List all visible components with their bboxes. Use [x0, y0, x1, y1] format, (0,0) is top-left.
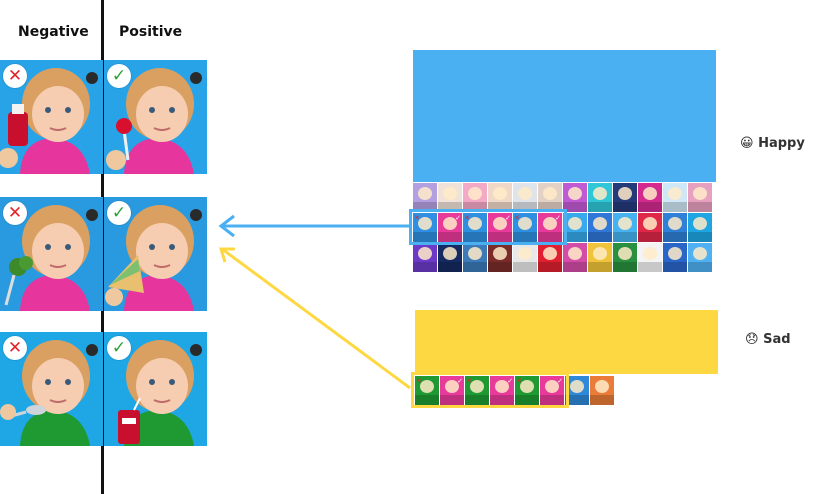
- happy-strip-tile: [613, 183, 637, 212]
- happy-strip-tile: [563, 183, 587, 212]
- happy-strip-tile: ✓: [538, 213, 562, 242]
- happy-strip-tile: [663, 243, 687, 272]
- happy-strip-tile: [638, 243, 662, 272]
- positive-thumbnail-2: ✓: [104, 197, 207, 311]
- negative-thumbnail-1: ✕: [0, 60, 103, 174]
- happy-strip-tile: [513, 243, 537, 272]
- happy-emoji-icon: 😀: [740, 136, 754, 151]
- sad-label-text: Sad: [763, 332, 791, 347]
- happy-cluster-block: [413, 50, 716, 182]
- happy-strip-tile: [488, 243, 512, 272]
- happy-strip-tile: [563, 243, 587, 272]
- cross-icon: ✕: [3, 64, 27, 88]
- negative-header: Negative: [18, 24, 89, 40]
- positive-header: Positive: [119, 24, 183, 40]
- happy-strip-tile: [413, 183, 437, 212]
- happy-strip-tile: [513, 183, 537, 212]
- happy-strip-tile: [663, 183, 687, 212]
- check-icon: ✓: [107, 201, 131, 225]
- sad-highlight-box: [411, 372, 569, 408]
- sad-emoji-icon: 😞: [745, 332, 759, 347]
- happy-strip-tile: [688, 183, 712, 212]
- happy-strip-tile: [463, 243, 487, 272]
- check-icon: ✓: [455, 214, 461, 222]
- check-icon: ✓: [557, 377, 563, 385]
- check-icon: ✓: [505, 214, 511, 222]
- happy-thumbnail-strip-2: ✕✓✕✓✕✓: [413, 213, 712, 242]
- happy-strip-tile: ✓: [438, 213, 462, 242]
- happy-strip-tile: [588, 183, 612, 212]
- happy-strip-tile: [613, 243, 637, 272]
- happy-strip-tile: [638, 213, 662, 242]
- happy-strip-tile: ✕: [463, 213, 487, 242]
- sad-strip-tile: ✓: [440, 376, 464, 405]
- cross-icon: ✕: [3, 336, 27, 360]
- positive-thumbnail-1: ✓: [104, 60, 207, 174]
- happy-label-text: Happy: [758, 136, 805, 151]
- happy-strip-tile: [688, 243, 712, 272]
- sad-strip-tile: [565, 376, 589, 405]
- check-icon: ✓: [107, 64, 131, 88]
- happy-highlight-box: [409, 209, 567, 245]
- cross-icon: ✕: [516, 377, 522, 385]
- cross-icon: ✕: [416, 377, 422, 385]
- sad-strip-tile: ✕: [465, 376, 489, 405]
- happy-strip-tile: [638, 183, 662, 212]
- happy-strip-tile: [588, 213, 612, 242]
- happy-strip-tile: [438, 243, 462, 272]
- happy-strip-tile: [488, 183, 512, 212]
- cross-icon: ✕: [3, 201, 27, 225]
- happy-strip-tile: ✕: [513, 213, 537, 242]
- happy-strip-tile: [538, 243, 562, 272]
- blue-arrow: [218, 214, 410, 238]
- sad-strip-tile: ✓: [490, 376, 514, 405]
- check-icon: ✓: [107, 336, 131, 360]
- happy-strip-tile: ✓: [488, 213, 512, 242]
- cross-icon: ✕: [414, 214, 420, 222]
- sad-strip-tile: ✕: [515, 376, 539, 405]
- happy-strip-tile: [613, 213, 637, 242]
- happy-strip-tile: [663, 213, 687, 242]
- happy-label: 😀 Happy: [740, 136, 805, 151]
- happy-strip-tile: [588, 243, 612, 272]
- sad-strip-tile: ✕: [415, 376, 439, 405]
- negative-thumbnail-3: ✕: [0, 332, 103, 446]
- positive-thumbnail-3: ✓: [104, 332, 207, 446]
- sad-label: 😞 Sad: [745, 332, 791, 347]
- happy-strip-tile: [538, 183, 562, 212]
- sad-thumbnail-strip: ✕✓✕✓✕✓: [415, 376, 614, 405]
- cross-icon: ✕: [514, 214, 520, 222]
- sad-cluster-block: [415, 310, 718, 374]
- happy-strip-tile: [438, 183, 462, 212]
- negative-thumbnail-2: ✕: [0, 197, 103, 311]
- check-icon: ✓: [457, 377, 463, 385]
- sad-strip-tile: [590, 376, 614, 405]
- yellow-arrow: [218, 247, 411, 390]
- cross-icon: ✕: [466, 377, 472, 385]
- sad-strip-tile: ✓: [540, 376, 564, 405]
- happy-strip-tile: ✕: [413, 213, 437, 242]
- happy-strip-tile: [688, 213, 712, 242]
- check-icon: ✓: [555, 214, 561, 222]
- cross-icon: ✕: [464, 214, 470, 222]
- happy-strip-tile: [563, 213, 587, 242]
- happy-strip-tile: [413, 243, 437, 272]
- happy-strip-tile: [463, 183, 487, 212]
- happy-thumbnail-strip-1: [413, 183, 712, 212]
- check-icon: ✓: [507, 377, 513, 385]
- happy-thumbnail-strip-3: [413, 243, 712, 272]
